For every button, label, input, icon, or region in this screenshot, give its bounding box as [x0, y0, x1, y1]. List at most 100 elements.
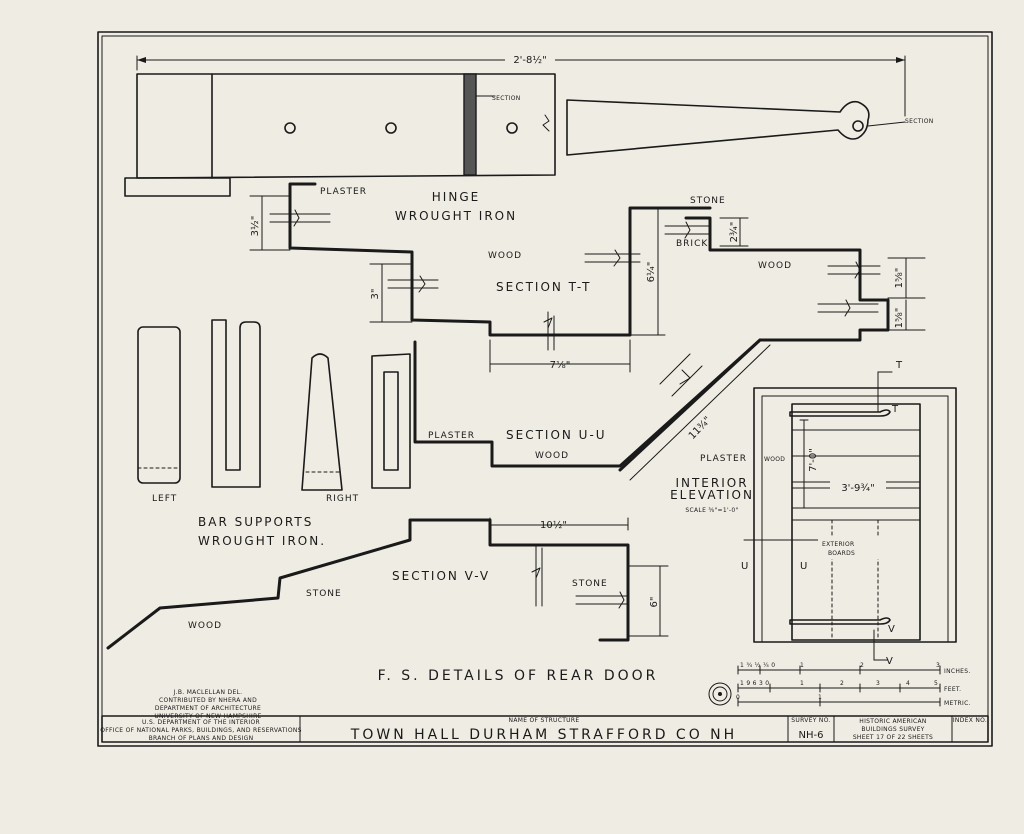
scale-metric-label: METRIC.: [944, 700, 971, 707]
uu-profile: [413, 338, 762, 468]
tt-dim-7-125: 7⅛": [550, 360, 571, 371]
bar-support-right-front: [301, 353, 343, 491]
door-hinge-top: [789, 409, 891, 417]
scale-inches-ticks: 1 ¾ ½ ¼ 0: [740, 662, 775, 669]
scale-metric-1: 1: [818, 694, 822, 701]
scale-feet-4: 4: [906, 680, 910, 687]
mark-v-door: V: [888, 624, 895, 635]
elevation-frame: [753, 387, 957, 643]
scale-feet-3: 3: [876, 680, 880, 687]
mark-t-door: T: [891, 404, 899, 415]
north-seal-icon: [708, 682, 732, 706]
hinge-hole: [506, 122, 518, 134]
mark-u-left: U: [741, 561, 748, 572]
outer-border: [97, 31, 993, 747]
overall-dim-label: 2'-8½": [513, 54, 546, 66]
index-label: INDEX NO.: [953, 717, 987, 724]
interior-elevation: T T V V U U 7'-0" 3'-9¾" WOOD PLASTER IN…: [670, 360, 957, 667]
graphic-scales: 1 ¾ ½ ¼ 0 1 2 3 INCHES. 1 9 6 3 0 1 2 3 …: [708, 662, 971, 707]
vv-title: SECTION V-V: [392, 569, 490, 583]
uu-title: SECTION U-U: [506, 428, 607, 442]
tt-profile-right: [618, 216, 890, 472]
bar-title-1: BAR SUPPORTS: [198, 515, 313, 529]
tt-wood-right-label: WOOD: [758, 261, 792, 271]
vv-dim-6: 6": [649, 597, 660, 608]
hinge-strap-taper: [566, 99, 870, 156]
door-hinge-bottom: [789, 617, 891, 625]
section-tt: PLASTER 3½" 3" WOOD SECTION T-T 7⅛" 6¼" …: [249, 182, 926, 472]
elev-title-1: INTERIOR: [675, 476, 748, 490]
scale-feet-ticks: 1 9 6 3 0: [740, 680, 769, 687]
tt-wood-label: WOOD: [488, 251, 522, 261]
vv-profile: [106, 518, 630, 650]
scale-inches-3: 3: [936, 662, 940, 669]
vv-wood-label: WOOD: [188, 621, 222, 631]
section-vv: 10½" SECTION V-V STONE STONE WOOD 6": [106, 517, 669, 650]
tt-plaster-label: PLASTER: [320, 187, 367, 197]
tt-dim-1-625b: 1⅝": [894, 308, 905, 329]
tt-title: SECTION T-T: [496, 280, 591, 294]
tt-dim-1-625a: 1⅝": [894, 268, 905, 289]
bar-support-left-front: [137, 326, 181, 484]
bar-support-left-side: [211, 319, 261, 488]
hinge-section-label-right: SECTION: [905, 118, 934, 125]
bar-title-2: WROUGHT IRON.: [198, 534, 326, 548]
vv-dim-10-5: 10½": [540, 519, 567, 531]
hinge-title-1: HINGE: [432, 190, 480, 204]
elev-scale: SCALE ⅜"=1'-0": [685, 507, 738, 514]
scale-feet-1: 1: [800, 680, 804, 687]
door-panel: [791, 403, 921, 641]
scale-metric-0: 0: [736, 694, 740, 701]
vv-stone-right-label: STONE: [572, 579, 608, 589]
scale-feet-label: FEET.: [944, 686, 961, 693]
exterior-boards-1: EXTERIOR: [822, 541, 854, 548]
habs-line-2: BUILDINGS SURVEY: [861, 726, 924, 733]
sheet-of: SHEET 17 OF 22 SHEETS: [853, 734, 933, 741]
credit-line-1: J.B. MACLELLAN DEL.: [173, 689, 243, 696]
mark-u-right: U: [800, 561, 807, 572]
scale-inches-label: INCHES.: [944, 668, 971, 675]
elev-wood-label: WOOD: [764, 456, 785, 463]
sheet-title: F. S. DETAILS OF REAR DOOR: [378, 668, 659, 684]
structure-label: NAME OF STRUCTURE: [509, 717, 580, 724]
tt-dim-6-25: 6¼": [645, 262, 657, 283]
hinge-hole: [284, 122, 296, 134]
elev-plaster-label: PLASTER: [700, 454, 747, 464]
vv-stone-left-label: STONE: [306, 589, 342, 599]
exterior-boards-2: BOARDS: [828, 550, 855, 557]
agency-line-2: OFFICE OF NATIONAL PARKS, BUILDINGS, AND…: [100, 727, 302, 734]
tt-profile-left: [288, 182, 712, 337]
scale-inches-1: 1: [800, 662, 804, 669]
tt-dim-2-75: 2¾": [729, 222, 740, 243]
hinge-hole: [385, 122, 397, 134]
scale-feet-5: 5: [934, 680, 938, 687]
credit-line-3: DEPARTMENT OF ARCHITECTURE: [155, 705, 261, 712]
tt-stone-label: STONE: [690, 196, 726, 206]
agency-line-3: BRANCH OF PLANS AND DESIGN: [149, 735, 254, 742]
uu-dim-11-75: 11¾": [687, 415, 714, 442]
inner-border: [101, 35, 989, 743]
tt-dim-3-5: 3½": [249, 216, 261, 237]
structure-name: TOWN HALL DURHAM STRAFFORD CO NH: [350, 727, 737, 743]
bar-supports: LEFT RIGHT BAR SUPPORTS WROUGHT IRON.: [137, 319, 411, 548]
habs-line-1: HISTORIC AMERICAN: [859, 718, 926, 725]
hinge-base: [124, 177, 231, 197]
hinge-drawing: 2'-8½" SECTION SECTION HINGE WROUGHT IRO…: [124, 52, 934, 223]
credit-line-2: CONTRIBUTED BY NHERA AND: [159, 697, 257, 704]
bar-support-right-side: [371, 353, 411, 489]
mark-v-bottom: V: [886, 656, 893, 667]
uu-wood-label: WOOD: [535, 451, 569, 461]
bar-right-label: RIGHT: [326, 494, 359, 504]
survey-label: SURVEY NO.: [791, 717, 830, 724]
survey-number: NH-6: [799, 730, 824, 741]
hinge-section-cut: [463, 73, 477, 176]
elev-title-2: ELEVATION: [670, 488, 754, 502]
elev-dim-width: 3'-9¾": [841, 483, 874, 494]
scale-inches-2: 2: [860, 662, 864, 669]
hinge-title-2: WROUGHT IRON: [395, 209, 517, 223]
agency-line-1: U.S. DEPARTMENT OF THE INTERIOR: [142, 719, 260, 726]
bar-left-label: LEFT: [152, 494, 177, 504]
scale-feet-2: 2: [840, 680, 844, 687]
hinge-section-label-left: SECTION: [492, 95, 521, 102]
